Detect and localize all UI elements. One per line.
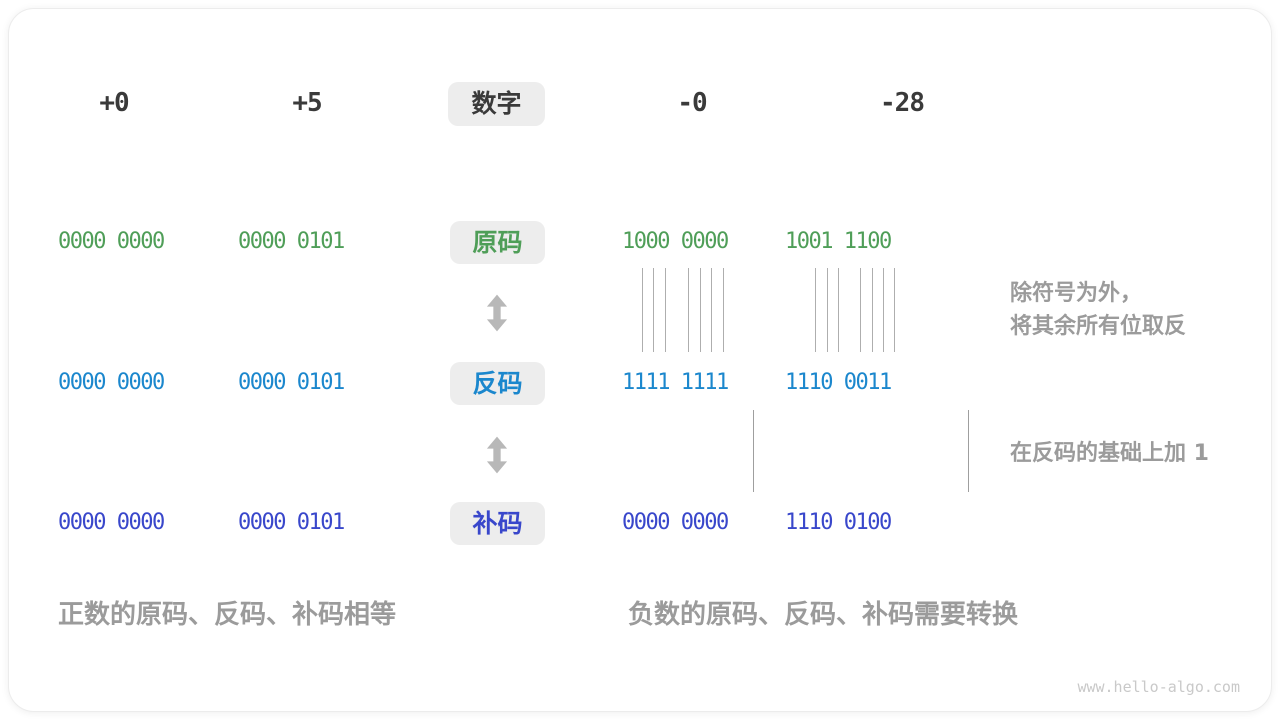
sign-magnitude-neg0-value: 1000 0000 <box>622 229 729 254</box>
flip-annotation-line1: 除符号为外， <box>1010 281 1143 306</box>
bit-flip-line <box>872 268 873 352</box>
twos-complement-neg0-value: 0000 0000 <box>622 510 729 535</box>
sign-magnitude-pos0-value: 0000 0000 <box>58 229 165 254</box>
sign-magnitude-row-label: 原码 <box>450 221 545 264</box>
bit-flip-line <box>894 268 895 352</box>
bit-flip-line <box>883 268 884 352</box>
bit-flip-line <box>815 268 816 352</box>
positive-numbers-caption: 正数的原码、反码、补码相等 <box>58 600 397 630</box>
center-header-number-label: 数字 <box>448 82 545 126</box>
bit-flip-line <box>688 268 689 352</box>
ones-complement-neg28-value: 1110 0011 <box>785 370 892 395</box>
bit-flip-line <box>860 268 861 352</box>
column-header-pos5: +5 <box>292 88 322 118</box>
bit-flip-line <box>711 268 712 352</box>
bit-flip-line <box>700 268 701 352</box>
bit-flip-line <box>723 268 724 352</box>
up-down-arrow-icon <box>486 436 508 474</box>
flip-annotation-line2: 将其余所有位取反 <box>1010 314 1187 339</box>
sign-magnitude-neg28-value: 1001 1100 <box>785 229 892 254</box>
ones-complement-row-label: 反码 <box>450 362 545 405</box>
diagram-card-frame <box>8 8 1272 712</box>
twos-complement-pos5-value: 0000 0101 <box>238 510 345 535</box>
ones-complement-pos5-value: 0000 0101 <box>238 370 345 395</box>
twos-complement-row-label: 补码 <box>450 502 545 545</box>
watermark-url: www.hello-algo.com <box>1077 678 1240 696</box>
negative-numbers-caption: 负数的原码、反码、补码需要转换 <box>628 600 1019 630</box>
up-down-arrow-icon <box>486 294 508 332</box>
add-one-annotation: 在反码的基础上加 1 <box>1010 441 1209 466</box>
add-one-carry-line <box>968 410 969 492</box>
bit-flip-line <box>827 268 828 352</box>
twos-complement-pos0-value: 0000 0000 <box>58 510 165 535</box>
ones-complement-neg0-value: 1111 1111 <box>622 370 729 395</box>
column-header-neg28: -28 <box>880 88 925 118</box>
ones-complement-pos0-value: 0000 0000 <box>58 370 165 395</box>
sign-magnitude-pos5-value: 0000 0101 <box>238 229 345 254</box>
bit-flip-line <box>838 268 839 352</box>
add-one-carry-line <box>753 410 754 492</box>
bit-flip-line <box>665 268 666 352</box>
twos-complement-neg28-value: 1110 0100 <box>785 510 892 535</box>
column-header-pos0: +0 <box>99 88 129 118</box>
bit-flip-line <box>653 268 654 352</box>
column-header-neg0: -0 <box>677 88 707 118</box>
bit-flip-line <box>642 268 643 352</box>
